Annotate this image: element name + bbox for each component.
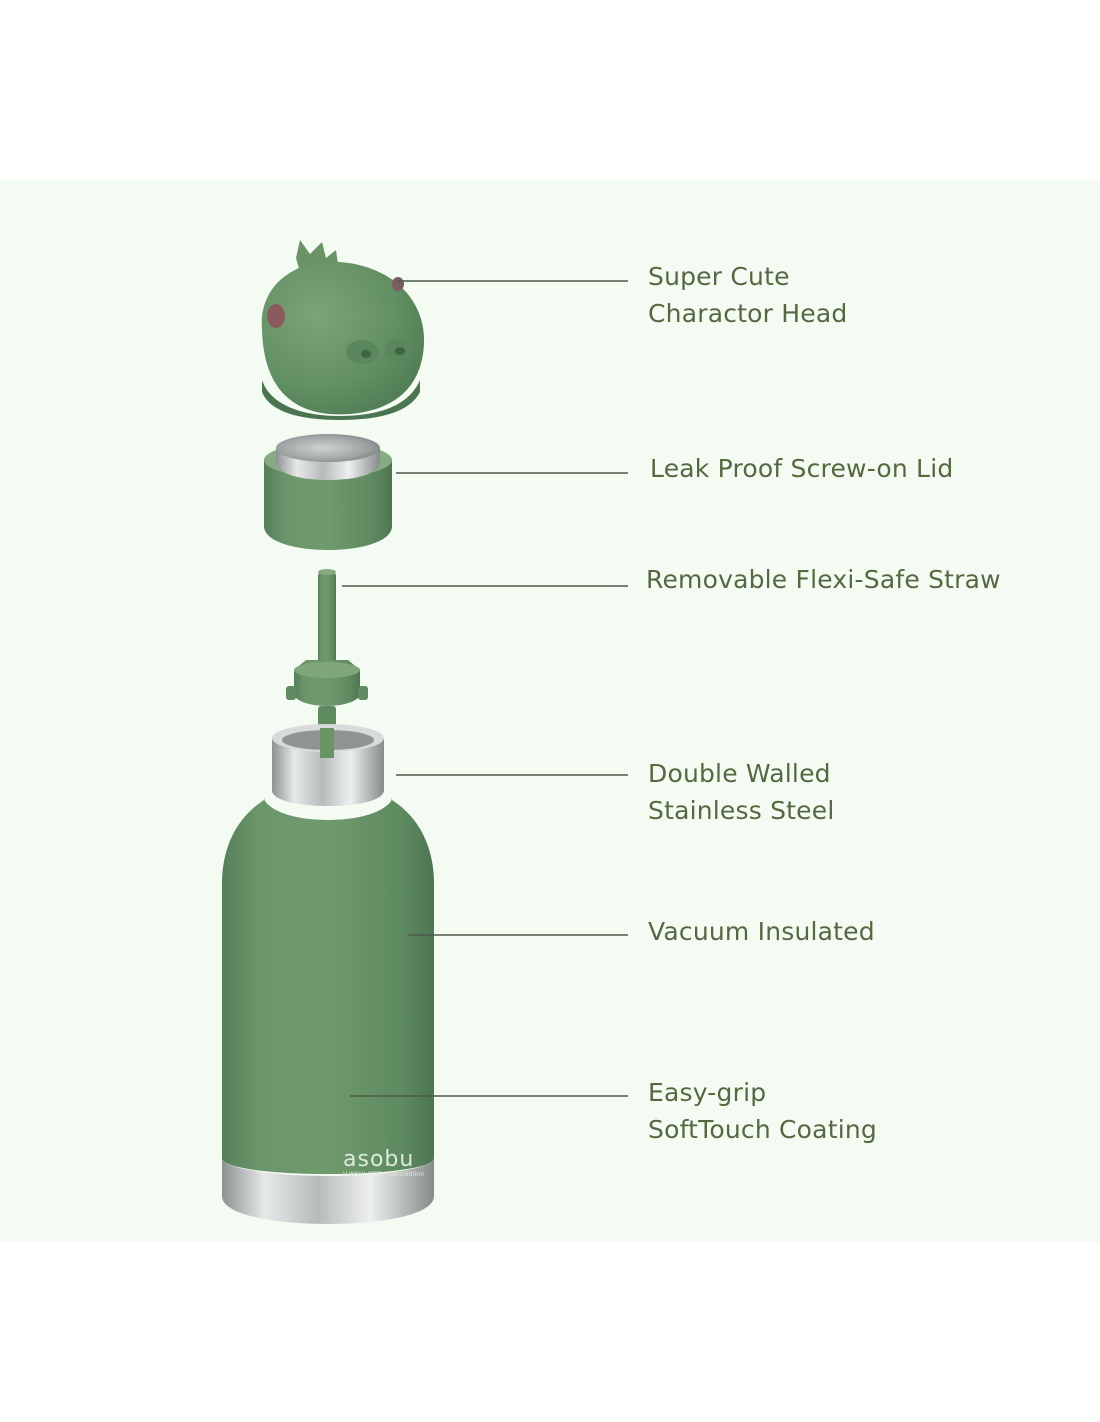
screw-on-lid-part xyxy=(264,434,392,550)
cheek-icon xyxy=(267,304,285,328)
feature-label-screw-lid: Leak Proof Screw-on Lid xyxy=(650,454,954,483)
character-head-part xyxy=(261,240,425,420)
bottle-brand-tagline: V-INSULATED · 18oz/600ml xyxy=(343,1171,424,1178)
bottle-body-part: asobu V-INSULATED · 18oz/600ml xyxy=(222,724,434,1224)
feature-label-vacuum-insulated: Vacuum Insulated xyxy=(648,917,875,946)
feature-label-straw: Removable Flexi-Safe Straw xyxy=(646,565,1001,594)
feature-label-softtouch-coating: Easy-grip SoftTouch Coating xyxy=(648,1078,877,1144)
feature-label-character-head: Super Cute Charactor Head xyxy=(648,262,848,328)
product-diagram-panel xyxy=(0,180,1100,1242)
flexi-straw-part xyxy=(286,569,368,730)
bottle-brand-logo: asobu xyxy=(343,1147,414,1172)
feature-label-stainless-steel: Double Walled Stainless Steel xyxy=(648,759,835,825)
